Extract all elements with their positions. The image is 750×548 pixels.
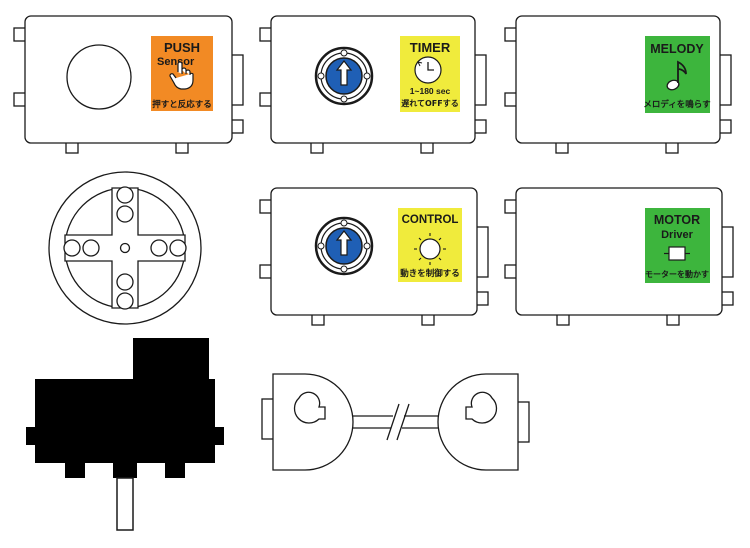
module-tab	[259, 199, 273, 214]
module-connector	[230, 54, 244, 106]
wheel-holes	[63, 186, 187, 310]
timer-dial[interactable]	[314, 46, 374, 106]
push-label-title2: Sensor	[157, 56, 195, 68]
motor-foot	[165, 462, 185, 478]
motor-label-title2: Driver	[661, 229, 694, 241]
motor-side-tab	[26, 427, 36, 445]
module-tab	[259, 264, 273, 279]
module-tab	[720, 291, 734, 306]
melody-label-subtitle: メロディを鳴らす	[643, 99, 711, 110]
push-sensor-label: PUSH Sensor 押すと反応する	[151, 36, 213, 111]
module-tab	[718, 119, 732, 134]
cable-plug-right	[437, 373, 530, 471]
module-tab	[504, 199, 518, 214]
wheel-axle-hole	[119, 242, 131, 254]
control-label: CONTROL 動きを制御する	[398, 208, 462, 282]
motor-shaft	[116, 477, 134, 531]
arrow-up-icon	[335, 230, 353, 256]
control-dial[interactable]	[314, 216, 374, 276]
control-module: CONTROL 動きを制御する	[259, 187, 489, 326]
motor-foot	[65, 462, 85, 478]
module-connector	[718, 54, 732, 106]
motor-body	[35, 379, 215, 463]
module-tab	[13, 92, 27, 107]
light-bulb-icon	[414, 233, 446, 265]
motor-foot	[113, 462, 137, 478]
module-tab	[230, 119, 244, 134]
timer-label: TIMER 1~180 sec 遅れてOFFする	[400, 36, 460, 112]
cable-break-mark	[396, 403, 410, 441]
module-connector	[720, 226, 734, 278]
cable-plug-left	[261, 373, 354, 471]
motor-icon	[664, 246, 690, 261]
module-tab	[475, 291, 489, 306]
module-tab	[473, 119, 487, 134]
module-connector	[475, 226, 489, 278]
push-label-title: PUSH	[164, 40, 200, 55]
push-label-subtitle: 押すと反応する	[152, 99, 212, 110]
timer-label-subtitle: 遅れてOFFする	[401, 98, 459, 108]
motor-top-block	[133, 338, 209, 380]
module-connector	[473, 54, 487, 106]
push-button	[66, 44, 132, 110]
timer-label-title: TIMER	[410, 40, 451, 55]
music-note-icon	[666, 60, 687, 91]
clock-icon	[414, 56, 442, 84]
control-label-subtitle: 動きを制御する	[400, 268, 460, 279]
module-tab	[504, 92, 518, 107]
melody-label-title: MELODY	[650, 42, 704, 56]
motor	[26, 338, 224, 531]
motor-driver-label: MOTOR Driver モーターを動かす	[645, 208, 710, 283]
module-tab	[13, 27, 27, 42]
pointing-hand-icon	[169, 61, 194, 90]
arrow-up-icon	[335, 60, 353, 86]
cable-break-mark	[386, 403, 400, 441]
control-label-title: CONTROL	[402, 214, 459, 226]
module-tab	[259, 27, 273, 42]
melody-label: MELODY メロディを鳴らす	[643, 36, 711, 113]
melody-module: MELODY メロディを鳴らす	[504, 15, 732, 154]
motor-driver-module: MOTOR Driver モーターを動かす	[504, 187, 734, 326]
wheel	[48, 171, 202, 325]
timer-module: TIMER 1~180 sec 遅れてOFFする	[259, 15, 487, 154]
connection-cable	[261, 373, 530, 471]
motor-label-title: MOTOR	[654, 213, 700, 227]
push-sensor-module: PUSH Sensor 押すと反応する	[13, 15, 244, 154]
module-tab	[259, 92, 273, 107]
motor-side-tab	[214, 427, 224, 445]
module-tab	[504, 27, 518, 42]
timer-label-range: 1~180 sec	[410, 86, 451, 96]
motor-label-subtitle: モーターを動かす	[645, 269, 709, 279]
module-tab	[504, 264, 518, 279]
